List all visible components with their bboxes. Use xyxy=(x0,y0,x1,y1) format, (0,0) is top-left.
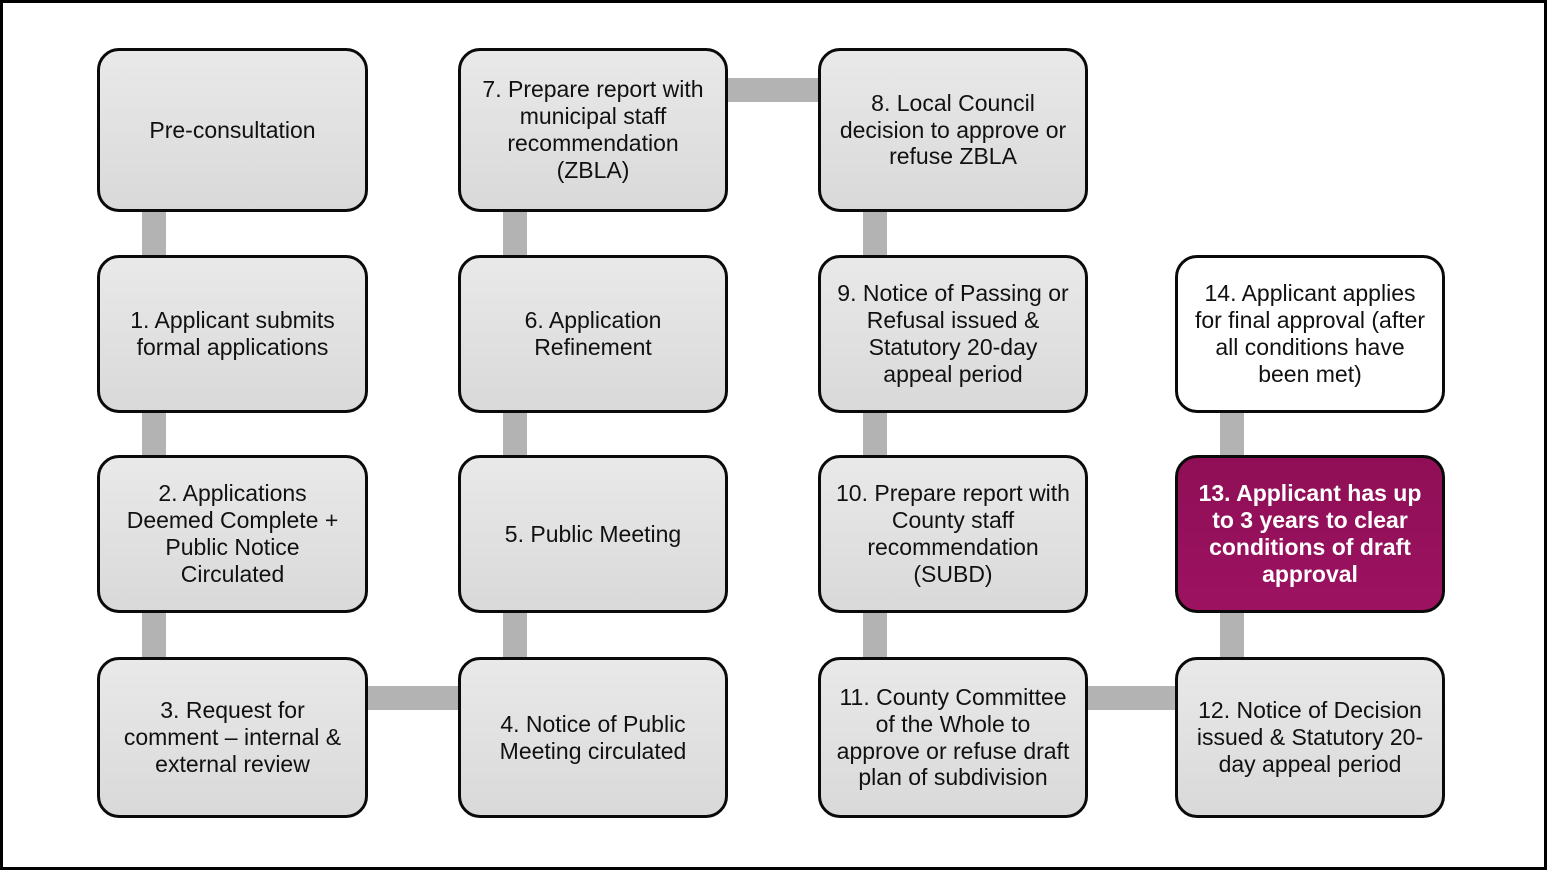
node-12-notice-of-decision: 12. Notice of Decision issued & Statutor… xyxy=(1175,657,1445,818)
node-label: 5. Public Meeting xyxy=(504,520,682,547)
node-label: 3. Request for comment – internal & exte… xyxy=(123,697,342,777)
node-label: 13. Applicant has up to 3 years to clear… xyxy=(1198,480,1422,587)
node-6-application-refinement: 6. Application Refinement xyxy=(458,255,728,413)
node-2-applications-complete: 2. Applications Deemed Complete + Public… xyxy=(97,455,368,613)
node-label: 2. Applications Deemed Complete + Public… xyxy=(126,480,339,587)
node-label: 9. Notice of Passing or Refusal issued &… xyxy=(837,280,1069,387)
node-label: 10. Prepare report with County staff rec… xyxy=(836,480,1070,587)
node-13-clear-conditions: 13. Applicant has up to 3 years to clear… xyxy=(1175,455,1445,613)
connector-3-to-4 xyxy=(363,686,468,710)
node-label: 12. Notice of Decision issued & Statutor… xyxy=(1196,697,1424,777)
connector-11-to-12 xyxy=(1083,686,1186,710)
node-label: 1. Applicant submits formal applications xyxy=(130,307,335,360)
node-label: 11. County Committee of the Whole to app… xyxy=(836,683,1070,791)
node-label: 6. Application Refinement xyxy=(524,307,662,360)
node-label: 8. Local Council decision to approve or … xyxy=(839,89,1067,170)
node-14-final-approval: 14. Applicant applies for final approval… xyxy=(1175,255,1445,413)
node-5-public-meeting: 5. Public Meeting xyxy=(458,455,728,613)
node-10-prepare-report-subd: 10. Prepare report with County staff rec… xyxy=(818,455,1088,613)
node-7-prepare-report-zbla: 7. Prepare report with municipal staff r… xyxy=(458,48,728,212)
node-pre-consultation: Pre-consultation xyxy=(97,48,368,212)
node-8-local-council-decision: 8. Local Council decision to approve or … xyxy=(818,48,1088,212)
node-label: Pre-consultation xyxy=(149,116,316,143)
node-1-applicant-submits: 1. Applicant submits formal applications xyxy=(97,255,368,413)
node-11-county-committee: 11. County Committee of the Whole to app… xyxy=(818,657,1088,818)
node-4-notice-public-meeting: 4. Notice of Public Meeting circulated xyxy=(458,657,728,818)
node-3-request-for-comment: 3. Request for comment – internal & exte… xyxy=(97,657,368,818)
node-label: 14. Applicant applies for final approval… xyxy=(1194,280,1426,387)
connector-7-to-8 xyxy=(723,78,828,102)
node-label: 7. Prepare report with municipal staff r… xyxy=(482,76,704,183)
node-label: 4. Notice of Public Meeting circulated xyxy=(499,710,687,764)
node-9-notice-of-passing: 9. Notice of Passing or Refusal issued &… xyxy=(818,255,1088,413)
